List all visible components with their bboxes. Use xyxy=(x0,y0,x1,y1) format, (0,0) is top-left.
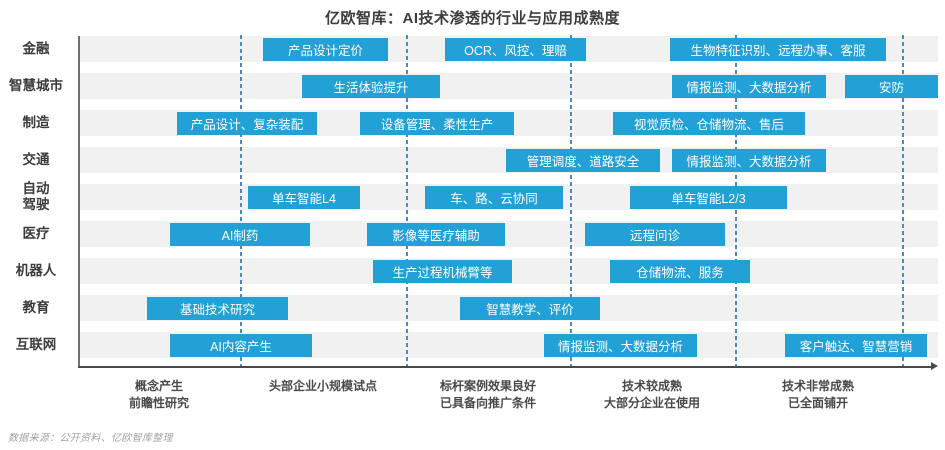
application-box: 产品设计定价 xyxy=(263,38,388,61)
application-box: 单车智能L2/3 xyxy=(630,186,787,209)
stage-divider-line xyxy=(406,35,408,367)
application-box: OCR、风控、理赔 xyxy=(445,38,586,61)
stage-label: 技术较成熟 大部分企业在使用 xyxy=(603,379,701,411)
application-box: 情报监测、大数据分析 xyxy=(544,334,697,357)
chart-title: 亿欧智库：AI技术渗透的行业与应用成熟度 xyxy=(324,10,620,27)
industry-label: 金融 xyxy=(22,41,50,57)
x-axis-line xyxy=(78,366,931,368)
application-box: AI制药 xyxy=(170,223,310,246)
y-axis-line xyxy=(78,36,80,367)
application-box: 影像等医疗辅助 xyxy=(367,223,505,246)
application-box: 远程问诊 xyxy=(585,223,725,246)
application-box: 仓储物流、服务 xyxy=(610,260,750,283)
application-box: 安防 xyxy=(845,75,938,98)
stage-label: 标杆案例效果良好 已具备向推广条件 xyxy=(439,379,537,411)
industry-label: 智慧城市 xyxy=(9,78,63,94)
industry-label: 机器人 xyxy=(15,263,57,279)
industry-label: 教育 xyxy=(22,300,50,316)
application-box: 产品设计、复杂装配 xyxy=(177,112,317,135)
stage-label: 头部企业小规模试点 xyxy=(268,379,378,393)
stage-label: 技术非常成熟 已全面铺开 xyxy=(781,379,855,411)
application-box: 智慧教学、评价 xyxy=(460,297,600,320)
x-axis-arrow-icon xyxy=(931,362,938,371)
application-box: 生物特征识别、远程办事、客服 xyxy=(670,38,886,61)
data-source-note: 数据来源：公开资料、亿欧智库整理 xyxy=(8,433,173,444)
stage-divider-line xyxy=(570,35,572,367)
stage-label: 概念产生 前瞻性研究 xyxy=(128,379,190,411)
application-box: 设备管理、柔性生产 xyxy=(360,112,514,135)
application-box: 生活体验提升 xyxy=(302,75,440,98)
application-box: 情报监测、大数据分析 xyxy=(672,75,826,98)
application-box: 单车智能L4 xyxy=(248,186,360,209)
application-box: 基础技术研究 xyxy=(147,297,288,320)
application-box: 情报监测、大数据分析 xyxy=(672,149,826,172)
application-box: 视觉质检、仓储物流、售后 xyxy=(613,112,805,135)
industry-label: 交通 xyxy=(22,152,50,168)
application-box: 车、路、云协同 xyxy=(425,186,563,209)
stage-divider-line xyxy=(240,35,242,367)
application-box: 客户触达、智慧营销 xyxy=(785,334,927,357)
application-box: 管理调度、道路安全 xyxy=(506,149,660,172)
industry-label: 互联网 xyxy=(15,337,57,353)
application-box: AI内容产生 xyxy=(170,334,312,357)
stage-divider-line xyxy=(902,35,904,367)
application-box: 生产过程机械臂等 xyxy=(373,260,512,283)
industry-label: 医疗 xyxy=(22,226,50,242)
industry-label: 制造 xyxy=(22,115,50,131)
industry-label: 自动 驾驶 xyxy=(22,181,50,212)
